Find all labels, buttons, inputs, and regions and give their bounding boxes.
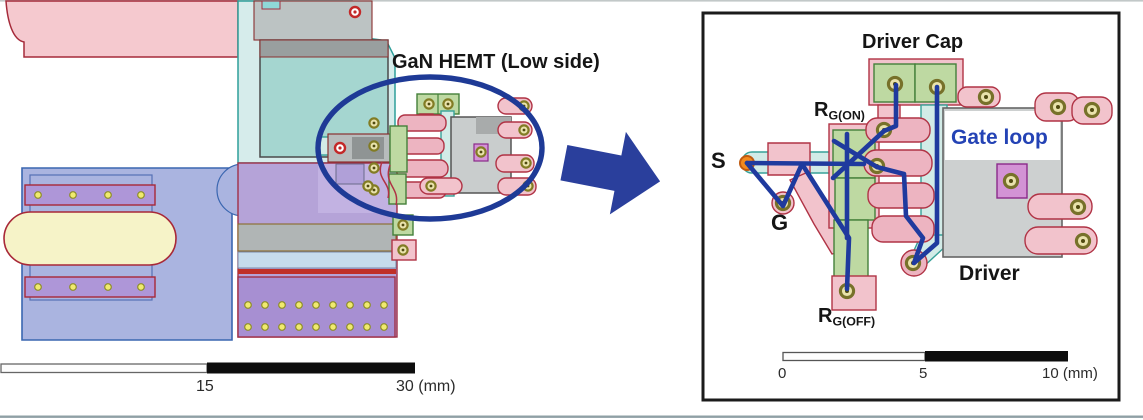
top-rule — [0, 0, 1143, 2]
hemt-annotation-label: GaN HEMT (Low side) — [392, 51, 600, 73]
gate-label: G — [771, 210, 789, 235]
copper-pink-top — [5, 0, 239, 58]
hemt-highlight-ellipse — [315, 74, 545, 222]
rg-on-sub: G(ON) — [828, 108, 865, 123]
driver-label: Driver — [959, 262, 1020, 285]
overview-scale-bar — [0, 362, 415, 374]
bottom-rule — [0, 415, 1143, 418]
rg-off-sub: G(OFF) — [832, 314, 876, 329]
inset-scale-bar — [782, 351, 1068, 362]
inset-scale-end: 10 (mm) — [1042, 365, 1098, 382]
rg-on-label: RG(ON) — [814, 100, 865, 122]
driver-cap-label: Driver Cap — [862, 31, 964, 53]
zoom-panel — [701, 11, 1121, 402]
inset-scale-start: 0 — [778, 365, 787, 382]
rg-off-base: R — [818, 305, 833, 327]
overview-scale-end: 30 (mm) — [396, 378, 456, 395]
rg-off-label: RG(OFF) — [818, 306, 875, 328]
rg-on-base: R — [814, 99, 829, 121]
rg-off-resistor — [833, 219, 869, 279]
overview-scale-mid: 15 — [196, 378, 214, 395]
inset-scale-mid: 5 — [919, 365, 928, 382]
pcb-overview — [0, 0, 545, 374]
zoom-arrow-icon — [560, 131, 661, 215]
source-label: S — [711, 148, 726, 173]
gate-loop-trace — [744, 82, 940, 292]
transformer-footprint — [3, 174, 177, 301]
gate-loop-label: Gate loop — [951, 126, 1048, 149]
